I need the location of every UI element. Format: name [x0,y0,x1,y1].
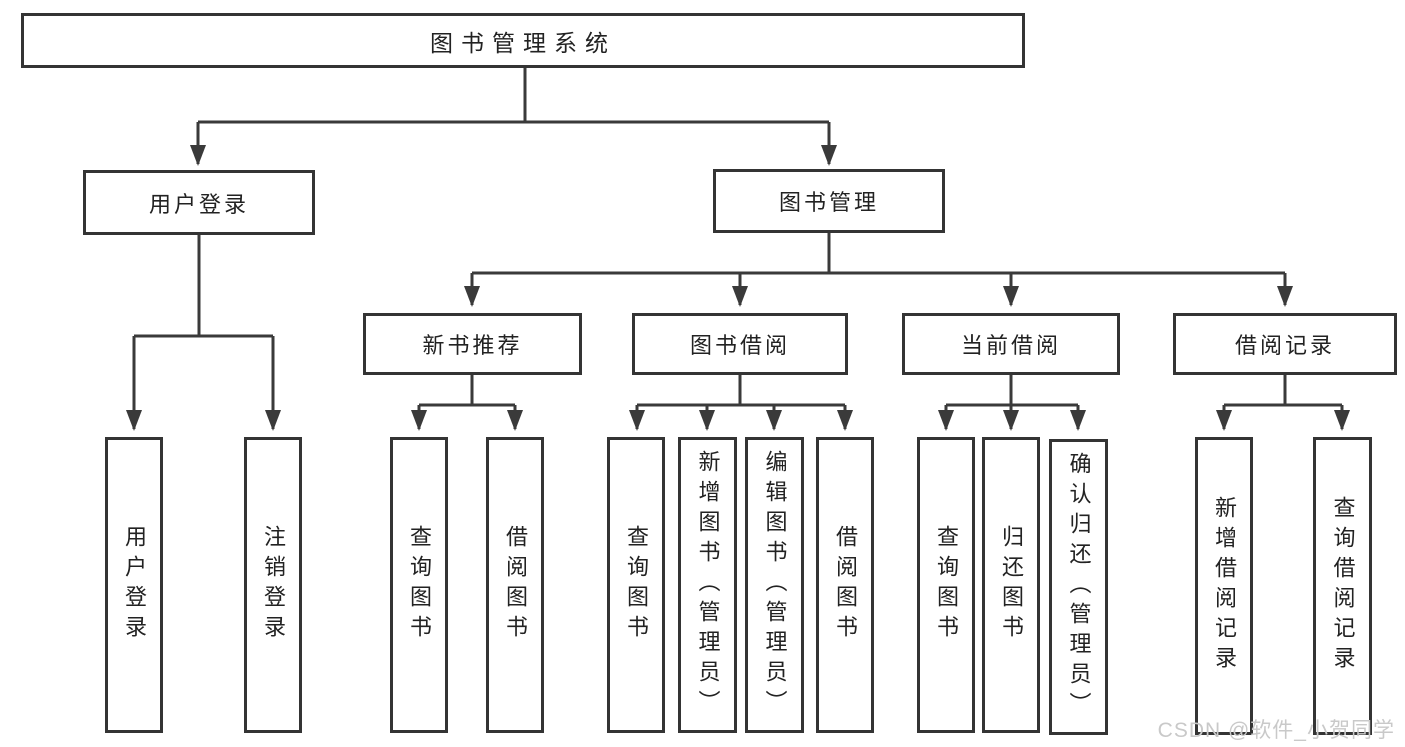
node-leaf-user-login: 用户登录 [105,437,163,733]
connector-new-book-bus [419,375,515,407]
csdn-watermark: CSDN @软件_小贺同学 [1157,719,1395,742]
connector-book-borrowing-bus [637,375,845,407]
node-leaf-return-books: 归还图书 [982,437,1040,733]
connector-root-bus [198,68,829,124]
node-library-management-system: 图书管理系统 [21,13,1025,68]
node-current-borrowing: 当前借阅 [902,313,1120,375]
node-leaf-query-books-recommend: 查询图书 [390,437,448,733]
node-leaf-confirm-return-admin: 确认归还（管理员） [1049,439,1108,735]
node-leaf-borrow-books: 借阅图书 [816,437,874,733]
connector-current-borrowing-bus [946,375,1078,407]
node-leaf-add-books-admin: 新增图书（管理员） [678,437,737,733]
node-user-login: 用户登录 [83,170,315,235]
node-leaf-edit-books-admin: 编辑图书（管理员） [745,437,804,733]
node-leaf-query-books-borrow: 查询图书 [607,437,665,733]
node-leaf-query-borrow-record: 查询借阅记录 [1313,437,1372,735]
node-leaf-query-books-current: 查询图书 [917,437,975,733]
node-book-management: 图书管理 [713,169,945,233]
node-borrowing-records: 借阅记录 [1173,313,1397,375]
connector-borrowing-records-bus [1224,375,1342,407]
connector-user-login-bus [134,235,273,338]
node-new-book-recommendation: 新书推荐 [363,313,582,375]
node-leaf-add-borrow-record: 新增借阅记录 [1195,437,1253,735]
node-leaf-borrow-books-recommend: 借阅图书 [486,437,544,733]
node-book-borrowing: 图书借阅 [632,313,848,375]
node-leaf-logout: 注销登录 [244,437,302,733]
connector-book-management-bus [472,233,1285,275]
